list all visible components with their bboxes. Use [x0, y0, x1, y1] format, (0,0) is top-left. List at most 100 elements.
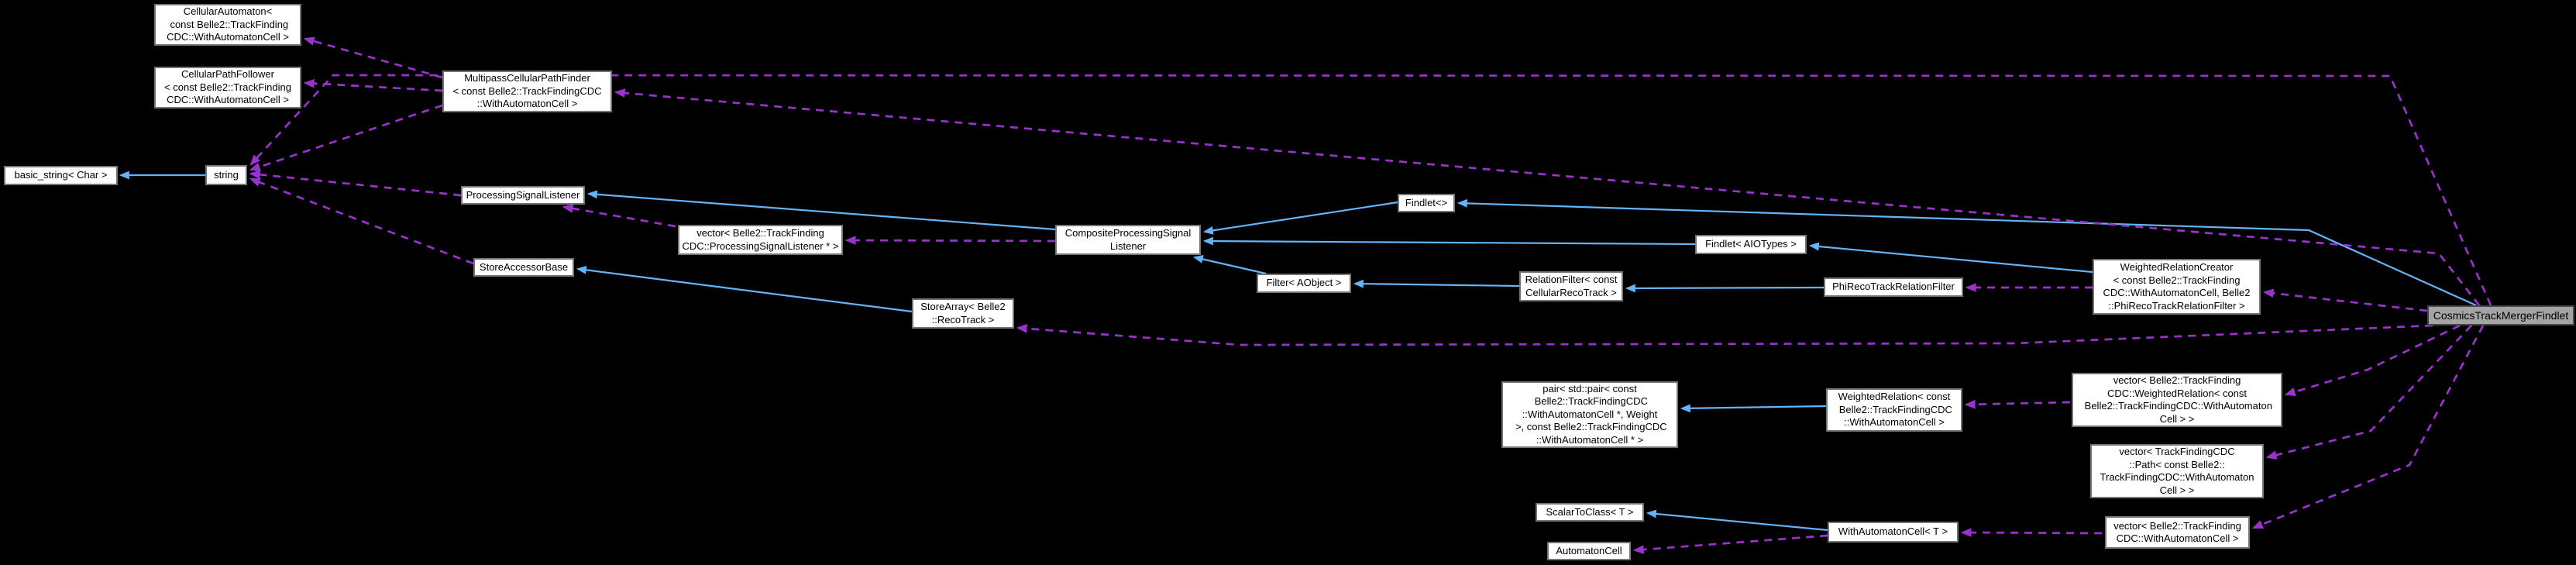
edge-processing-signal-listener-to-string [249, 170, 462, 197]
node-cosmics-track-merger-findlet: CosmicsTrackMergerFindlet [2427, 305, 2574, 326]
node-label-line: Belle2::TrackFindingCDC [1532, 395, 1648, 408]
node-filter-aobject[interactable]: Filter< AObject > [1257, 274, 1351, 293]
edge-composite-processing-signal-listener-to-vector-processing-signal-listener [844, 236, 1056, 245]
node-label-line: CellularPathFollower [181, 68, 274, 81]
node-label-line: CDC::WithAutomatonCell > [2116, 532, 2239, 544]
node-store-array-reco-track[interactable]: StoreArray< Belle2::RecoTrack > [912, 298, 1014, 329]
node-label-line: CellularAutomaton< [183, 5, 273, 18]
node-label-line: ::Path< const Belle2:: [2129, 458, 2225, 470]
edge-multipass-cellular-path-finder-to-cellular-path-follower [303, 78, 443, 92]
node-label-line: Belle2::TrackFindingCDC [1836, 403, 1952, 415]
node-cellular-path-follower[interactable]: CellularPathFollower< const Belle2::Trac… [154, 67, 301, 109]
node-string[interactable]: string [205, 165, 247, 185]
node-label-line: Cell > > [2159, 484, 2195, 496]
node-label-line: Belle2::TrackFindingCDC::WithAutomaton [2082, 400, 2272, 412]
node-label-line: Listener [1109, 239, 1147, 252]
node-label-line: CDC::WeightedRelation< const [2107, 387, 2248, 399]
node-cellular-automaton[interactable]: CellularAutomaton< const Belle2::TrackFi… [154, 4, 301, 46]
edge-cosmics-track-merger-findlet-to-findlet-empty [1457, 198, 2477, 307]
node-label-line: basic_string< Char > [14, 169, 108, 181]
node-label-line: < const Belle2::TrackFinding [2113, 274, 2241, 286]
edge-vector-weighted-relation-to-weighted-relation [1964, 399, 2071, 409]
edge-filter-aobject-to-composite-processing-signal-listener [1192, 255, 1267, 275]
node-label-line: ::WithAutomatonCell * > [1536, 433, 1644, 446]
edge-weighted-relation-creator-to-findlet-aiotypes [1808, 242, 2093, 274]
node-label-line: WeightedRelation< const [1838, 391, 1951, 403]
node-label-line: RelationFilter< const [1525, 274, 1618, 285]
node-scalar-to-class[interactable]: ScalarToClass< T > [1536, 503, 1644, 522]
node-label-line: vector< Belle2::TrackFinding [696, 227, 824, 239]
edge-relation-filter-to-filter-aobject [1353, 279, 1520, 288]
node-label-line: const Belle2::TrackFinding [167, 18, 289, 30]
node-label-line: CellularRecoTrack > [1525, 286, 1617, 298]
edge-multipass-cellular-path-finder-to-cellular-automaton [303, 36, 443, 79]
node-label-line: MultipassCellularPathFinder [464, 72, 590, 84]
node-label-line: ProcessingSignalListener [466, 188, 580, 201]
edge-cosmics-track-merger-findlet-to-vector-path [2265, 325, 2472, 460]
edge-cosmics-track-merger-findlet-to-vector-with-automaton-cell [2251, 325, 2485, 529]
node-vector-path[interactable]: vector< TrackFindingCDC::Path< const Bel… [2090, 444, 2264, 498]
node-label-line: CDC::WithAutomatonCell > [167, 94, 289, 106]
edge-cosmics-track-merger-findlet-to-store-array-reco-track [1016, 324, 2433, 346]
node-label-line: StoreArray< Belle2 [920, 301, 1006, 312]
edge-store-accessor-base-to-string [249, 177, 474, 265]
node-findlet-empty[interactable]: Findlet<> [1398, 194, 1455, 212]
node-label-line: StoreAccessorBase [479, 260, 569, 273]
node-automaton-cell[interactable]: AutomatonCell [1547, 542, 1631, 560]
node-label-line: Cell > > [2159, 412, 2195, 425]
node-label-line: TrackFindingCDC::WithAutomaton [2100, 471, 2254, 483]
node-label-line: WeightedRelationCreator [2120, 261, 2234, 273]
node-basic-string[interactable]: basic_string< Char > [4, 166, 118, 185]
node-label-line: CosmicsTrackMergerFindlet [2433, 308, 2569, 322]
edge-cosmics-track-merger-findlet-to-multipass-cellular-path-finder [614, 88, 2481, 306]
node-label-line: ::WithAutomatonCell *, Weight [1522, 408, 1658, 420]
node-label-line: < const Belle2::TrackFindingCDC [452, 84, 602, 97]
node-phi-reco-track-relation-filter[interactable]: PhiRecoTrackRelationFilter [1824, 277, 1963, 297]
edge-vector-processing-signal-listener-to-processing-signal-listener [562, 204, 676, 228]
node-store-accessor-base[interactable]: StoreAccessorBase [473, 258, 574, 277]
node-with-automaton-cell[interactable]: WithAutomatonCell< T > [1828, 522, 1959, 543]
node-weighted-relation[interactable]: WeightedRelation< const Belle2::TrackFin… [1826, 388, 1962, 432]
node-label-line: ::WithAutomatonCell > [476, 98, 578, 110]
node-label-line: ::PhiRecoTrackRelationFilter > [2108, 299, 2245, 312]
node-label-line: string [214, 168, 239, 181]
edge-multipass-cellular-path-finder-to-string [249, 104, 443, 171]
node-label-line: Findlet<> [1405, 196, 1448, 208]
node-label-line: ::RecoTrack > [931, 313, 995, 326]
node-pair-with-automaton-cell-weight[interactable]: pair< std::pair< const Belle2::TrackFind… [1501, 381, 1678, 448]
edge-vector-with-automaton-cell-to-with-automaton-cell [1960, 528, 2103, 537]
edge-store-array-reco-track-to-store-accessor-base [576, 265, 913, 313]
edge-weighted-relation-to-pair-with-automaton-cell-weight [1680, 404, 1827, 413]
edge-cosmics-track-merger-findlet-to-vector-weighted-relation [2284, 324, 2461, 397]
node-findlet-aiotypes[interactable]: Findlet< AIOTypes > [1695, 235, 1807, 254]
node-label-line: Findlet< AIOTypes > [1705, 238, 1797, 250]
node-label-line: vector< TrackFindingCDC [2119, 446, 2235, 457]
node-weighted-relation-creator[interactable]: WeightedRelationCreator< const Belle2::T… [2093, 259, 2261, 315]
edge-findlet-aiotypes-to-composite-processing-signal-listener [1202, 236, 1696, 246]
node-processing-signal-listener[interactable]: ProcessingSignalListener [461, 186, 585, 205]
node-label-line: vector< Belle2::TrackFinding [2113, 374, 2241, 386]
node-label-line: Filter< AObject > [1266, 277, 1342, 289]
edge-with-automaton-cell-to-scalar-to-class [1646, 509, 1828, 532]
edge-composite-processing-signal-listener-to-processing-signal-listener [586, 190, 1056, 231]
node-label-line: CDC::WithAutomatonCell, Belle2 [2103, 287, 2251, 298]
node-label-line: CDC::WithAutomatonCell > [167, 31, 289, 43]
node-label-line: ScalarToClass< T > [1546, 505, 1634, 518]
edge-with-automaton-cell-to-automaton-cell [1632, 534, 1828, 554]
node-label-line: pair< std::pair< const [1543, 382, 1637, 394]
edge-findlet-empty-to-composite-processing-signal-listener [1202, 201, 1398, 235]
node-multipass-cellular-path-finder[interactable]: MultipassCellularPathFinder< const Belle… [442, 71, 612, 112]
node-label-line: CompositeProcessingSignal [1064, 227, 1192, 239]
node-label-line: ::WithAutomatonCell > [1844, 416, 1945, 429]
node-label-line: WithAutomatonCell< T > [1838, 525, 1948, 538]
node-label-line: AutomatonCell [1556, 544, 1622, 556]
node-label-line: PhiRecoTrackRelationFilter [1832, 281, 1955, 293]
